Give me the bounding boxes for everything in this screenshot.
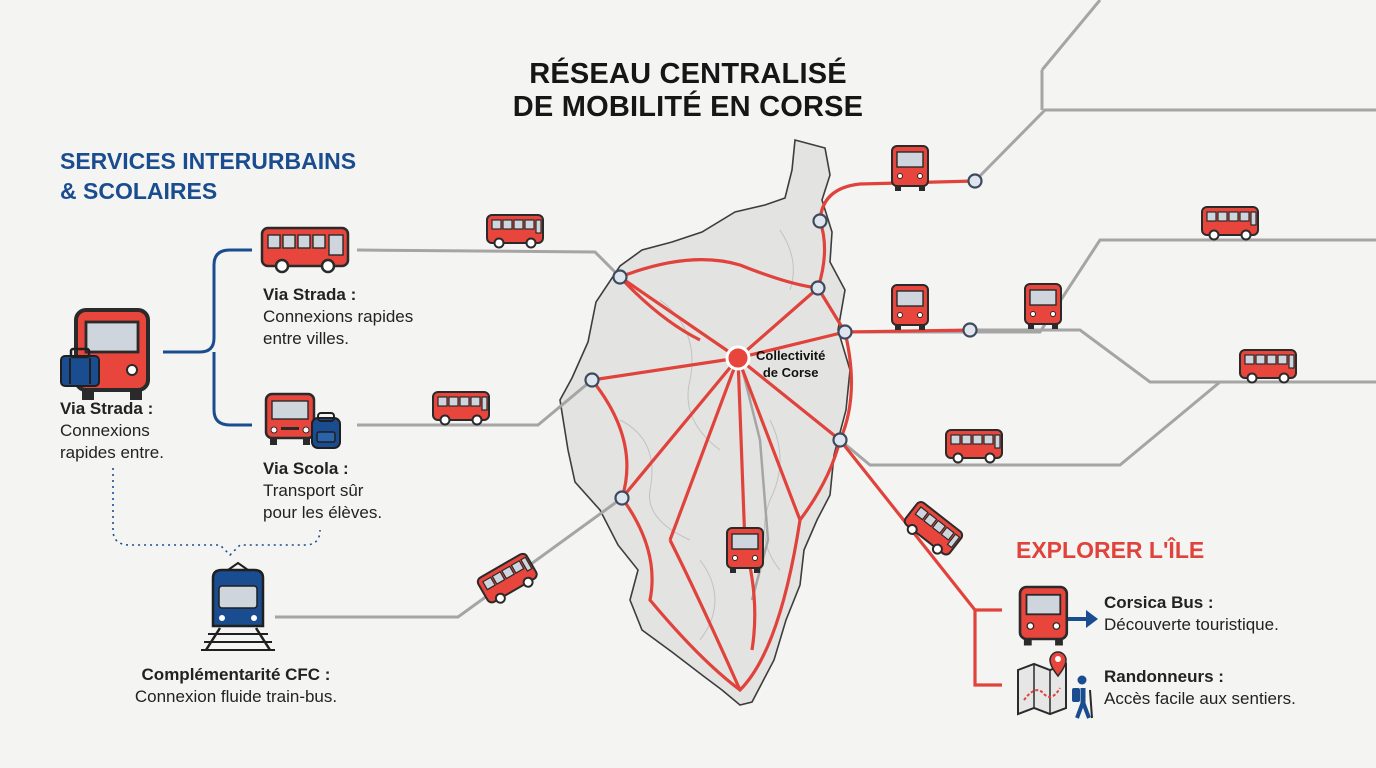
hub-label-line2: de Corse (762, 365, 819, 380)
randonneurs-text: Randonneurs : Accès facile aux sentiers. (1104, 666, 1296, 710)
services-heading-line2: & SCOLAIRES (60, 178, 218, 204)
hiker-icon (1072, 675, 1093, 719)
strada-text: Via Strada : Connexions rapides entre vi… (263, 284, 413, 350)
strada-main-text: Via Strada : Connexions rapides entre. (60, 398, 164, 464)
bus-front-icon (1018, 585, 1069, 647)
node (832, 432, 848, 448)
scola-text: Via Scola : Transport sûr pour les élève… (263, 458, 382, 524)
hub-label-line1: Collectivité (756, 348, 826, 363)
title-line1: RÉSEAU CENTRALISÉ (529, 58, 847, 90)
node (812, 213, 828, 229)
services-heading-line1: SERVICES INTERURBAINS (60, 148, 357, 174)
map-pin-icon (1049, 651, 1067, 678)
strada-main-label: Via Strada : (60, 399, 154, 418)
corsica-bus-icon (1018, 585, 1069, 647)
bus-side-icon (898, 499, 966, 562)
cfc-desc: Connexion fluide train-bus. (134, 687, 338, 706)
scola-desc-line2: pour les élèves. (263, 503, 383, 522)
network-nodes (584, 173, 983, 506)
gray-routes (275, 0, 1376, 619)
strada-main-desc-line1: Connexions (60, 421, 150, 440)
bus-front-icon (891, 145, 929, 192)
corsica-island (559, 138, 851, 706)
bus-side-icon (486, 214, 544, 249)
strada-label: Via Strada : (263, 285, 357, 304)
trail-map-icon (1017, 662, 1067, 716)
node (810, 280, 826, 296)
school-bus-icon (264, 392, 316, 445)
node (967, 173, 983, 189)
hub-node (725, 345, 751, 371)
bus-side-icon (432, 391, 490, 426)
title-line2: DE MOBILITÉ EN CORSE (512, 91, 864, 123)
corsica-bus-desc: Découverte touristique. (1104, 615, 1279, 634)
randonneurs-label: Randonneurs : (1104, 667, 1224, 686)
train-icon (201, 561, 275, 651)
node (962, 322, 978, 338)
services-heading: SERVICES INTERURBAINS & SCOLAIRES (60, 146, 356, 206)
relief-lines (619, 229, 794, 641)
scola-desc-line1: Transport sûr (263, 481, 364, 500)
node (584, 372, 600, 388)
bus-side-icon (945, 429, 1003, 464)
strada-bus-icon (260, 226, 350, 274)
bus-side-icon (1201, 206, 1259, 241)
node (612, 269, 628, 285)
strada-main-icon (60, 308, 150, 402)
strada-desc-line2: entre villes. (263, 329, 349, 348)
bus-front-icon (726, 527, 764, 574)
page-title: RÉSEAU CENTRALISÉ DE MOBILITÉ EN CORSE (0, 58, 1376, 124)
bus-side-icon (475, 551, 542, 610)
node (614, 490, 630, 506)
corsica-bus-label: Corsica Bus : (1104, 593, 1214, 612)
bus-side-icon (1239, 349, 1297, 384)
corsica-bus-text: Corsica Bus : Découverte touristique. (1104, 592, 1279, 636)
strada-main-desc-line2: rapides entre. (60, 443, 164, 462)
node (837, 324, 853, 340)
hub-label: Collectivité de Corse (756, 347, 825, 381)
strada-desc-line1: Connexions rapides (263, 307, 414, 326)
cfc-label: Complémentarité CFC : (141, 665, 331, 684)
scola-label: Via Scola : (263, 459, 349, 478)
bus-front-icon (891, 284, 929, 331)
explorer-heading: EXPLORER L'ÎLE (1016, 537, 1205, 563)
blue-bracket (163, 248, 252, 427)
cfc-text: Complémentarité CFC : Connexion fluide t… (96, 664, 376, 708)
bus-front-icon (1024, 283, 1062, 330)
luggage-icon (60, 347, 100, 387)
randonneurs-desc: Accès facile aux sentiers. (1104, 689, 1296, 708)
backpack-icon (311, 412, 341, 449)
arrow-right-icon (1068, 610, 1098, 628)
